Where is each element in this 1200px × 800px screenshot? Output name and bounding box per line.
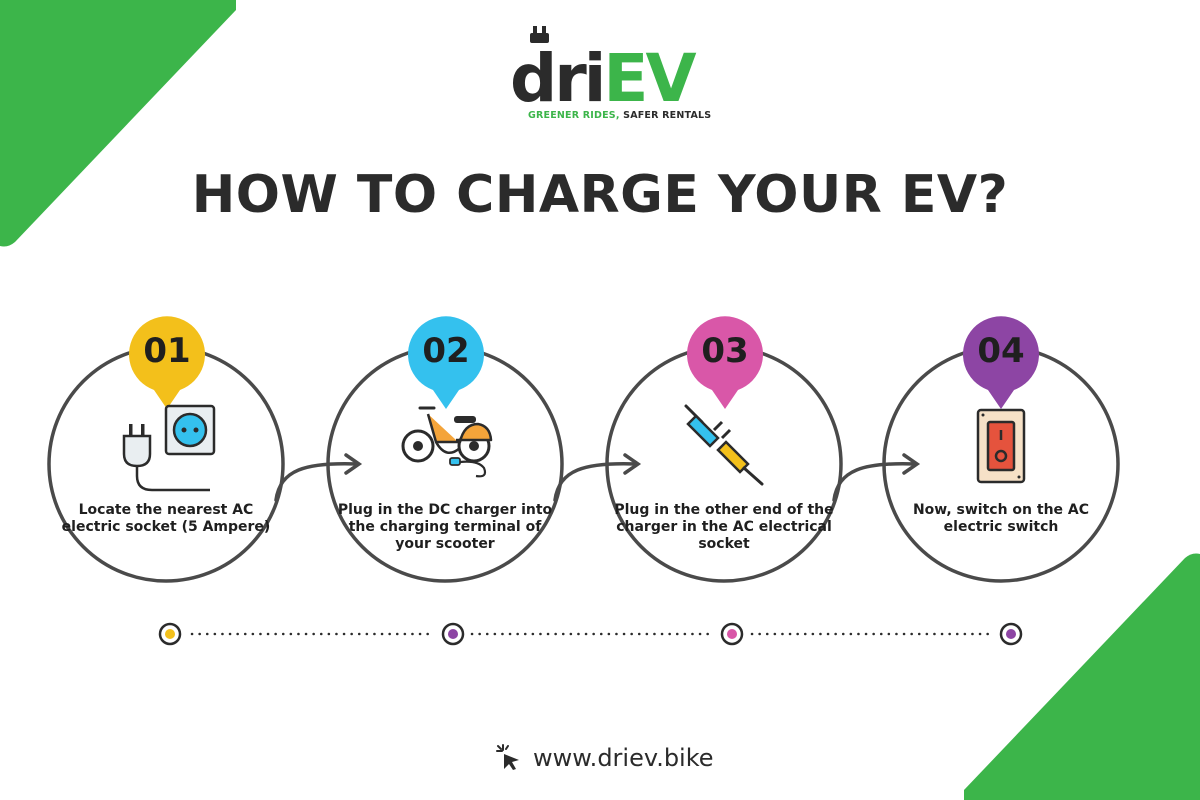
electric-switch-icon (976, 408, 1026, 484)
step-3-number-pin: 03 (686, 316, 764, 410)
connector-3-4-arrowhead (902, 453, 921, 475)
step-4-number: 04 (977, 331, 1025, 371)
step-1-text: Locate the nearest AC electric socket (5… (61, 502, 271, 535)
corner-decoration-top-left (0, 0, 236, 247)
logo-text-dri: dri (510, 40, 606, 117)
connector-1-2-arrowhead (344, 453, 363, 475)
page-title: HOW TO CHARGE YOUR EV? (191, 165, 1009, 225)
connector-2-3 (553, 461, 639, 502)
step-2-number-pin: 02 (407, 316, 485, 410)
footer: www.driev.bike (495, 742, 714, 774)
connector-3-4 (832, 461, 918, 502)
step-4-number-pin: 04 (962, 316, 1040, 410)
logo-text-ev: EV (603, 40, 696, 117)
scooter-icon (401, 406, 493, 478)
plug-and-socket-icon (122, 404, 216, 492)
connector-2-3-arrowhead (623, 453, 642, 475)
brand-tagline: GREENER RIDES, SAFER RENTALS (528, 110, 712, 121)
step-2-number: 02 (422, 331, 470, 371)
website-link[interactable]: www.driev.bike (533, 744, 714, 772)
step-1-number: 01 (143, 331, 191, 371)
step-3-number: 03 (701, 331, 749, 371)
plug-connector-icon (684, 404, 764, 486)
plug-logo-icon (530, 26, 549, 43)
timeline-dots (158, 622, 1023, 646)
corner-decoration-bottom-right (964, 553, 1200, 800)
step-3-text: Plug in the other end of the charger in … (614, 502, 834, 552)
step-1-number-pin: 01 (128, 316, 206, 410)
step-4-text: Now, switch on the AC electric switch (912, 502, 1090, 535)
connector-1-2 (274, 461, 360, 502)
step-2-text: Plug in the DC charger into the charging… (337, 502, 553, 552)
cursor-click-icon (496, 744, 519, 770)
brand-logo: driEV GREENER RIDES, SAFER RENTALS (505, 20, 711, 130)
